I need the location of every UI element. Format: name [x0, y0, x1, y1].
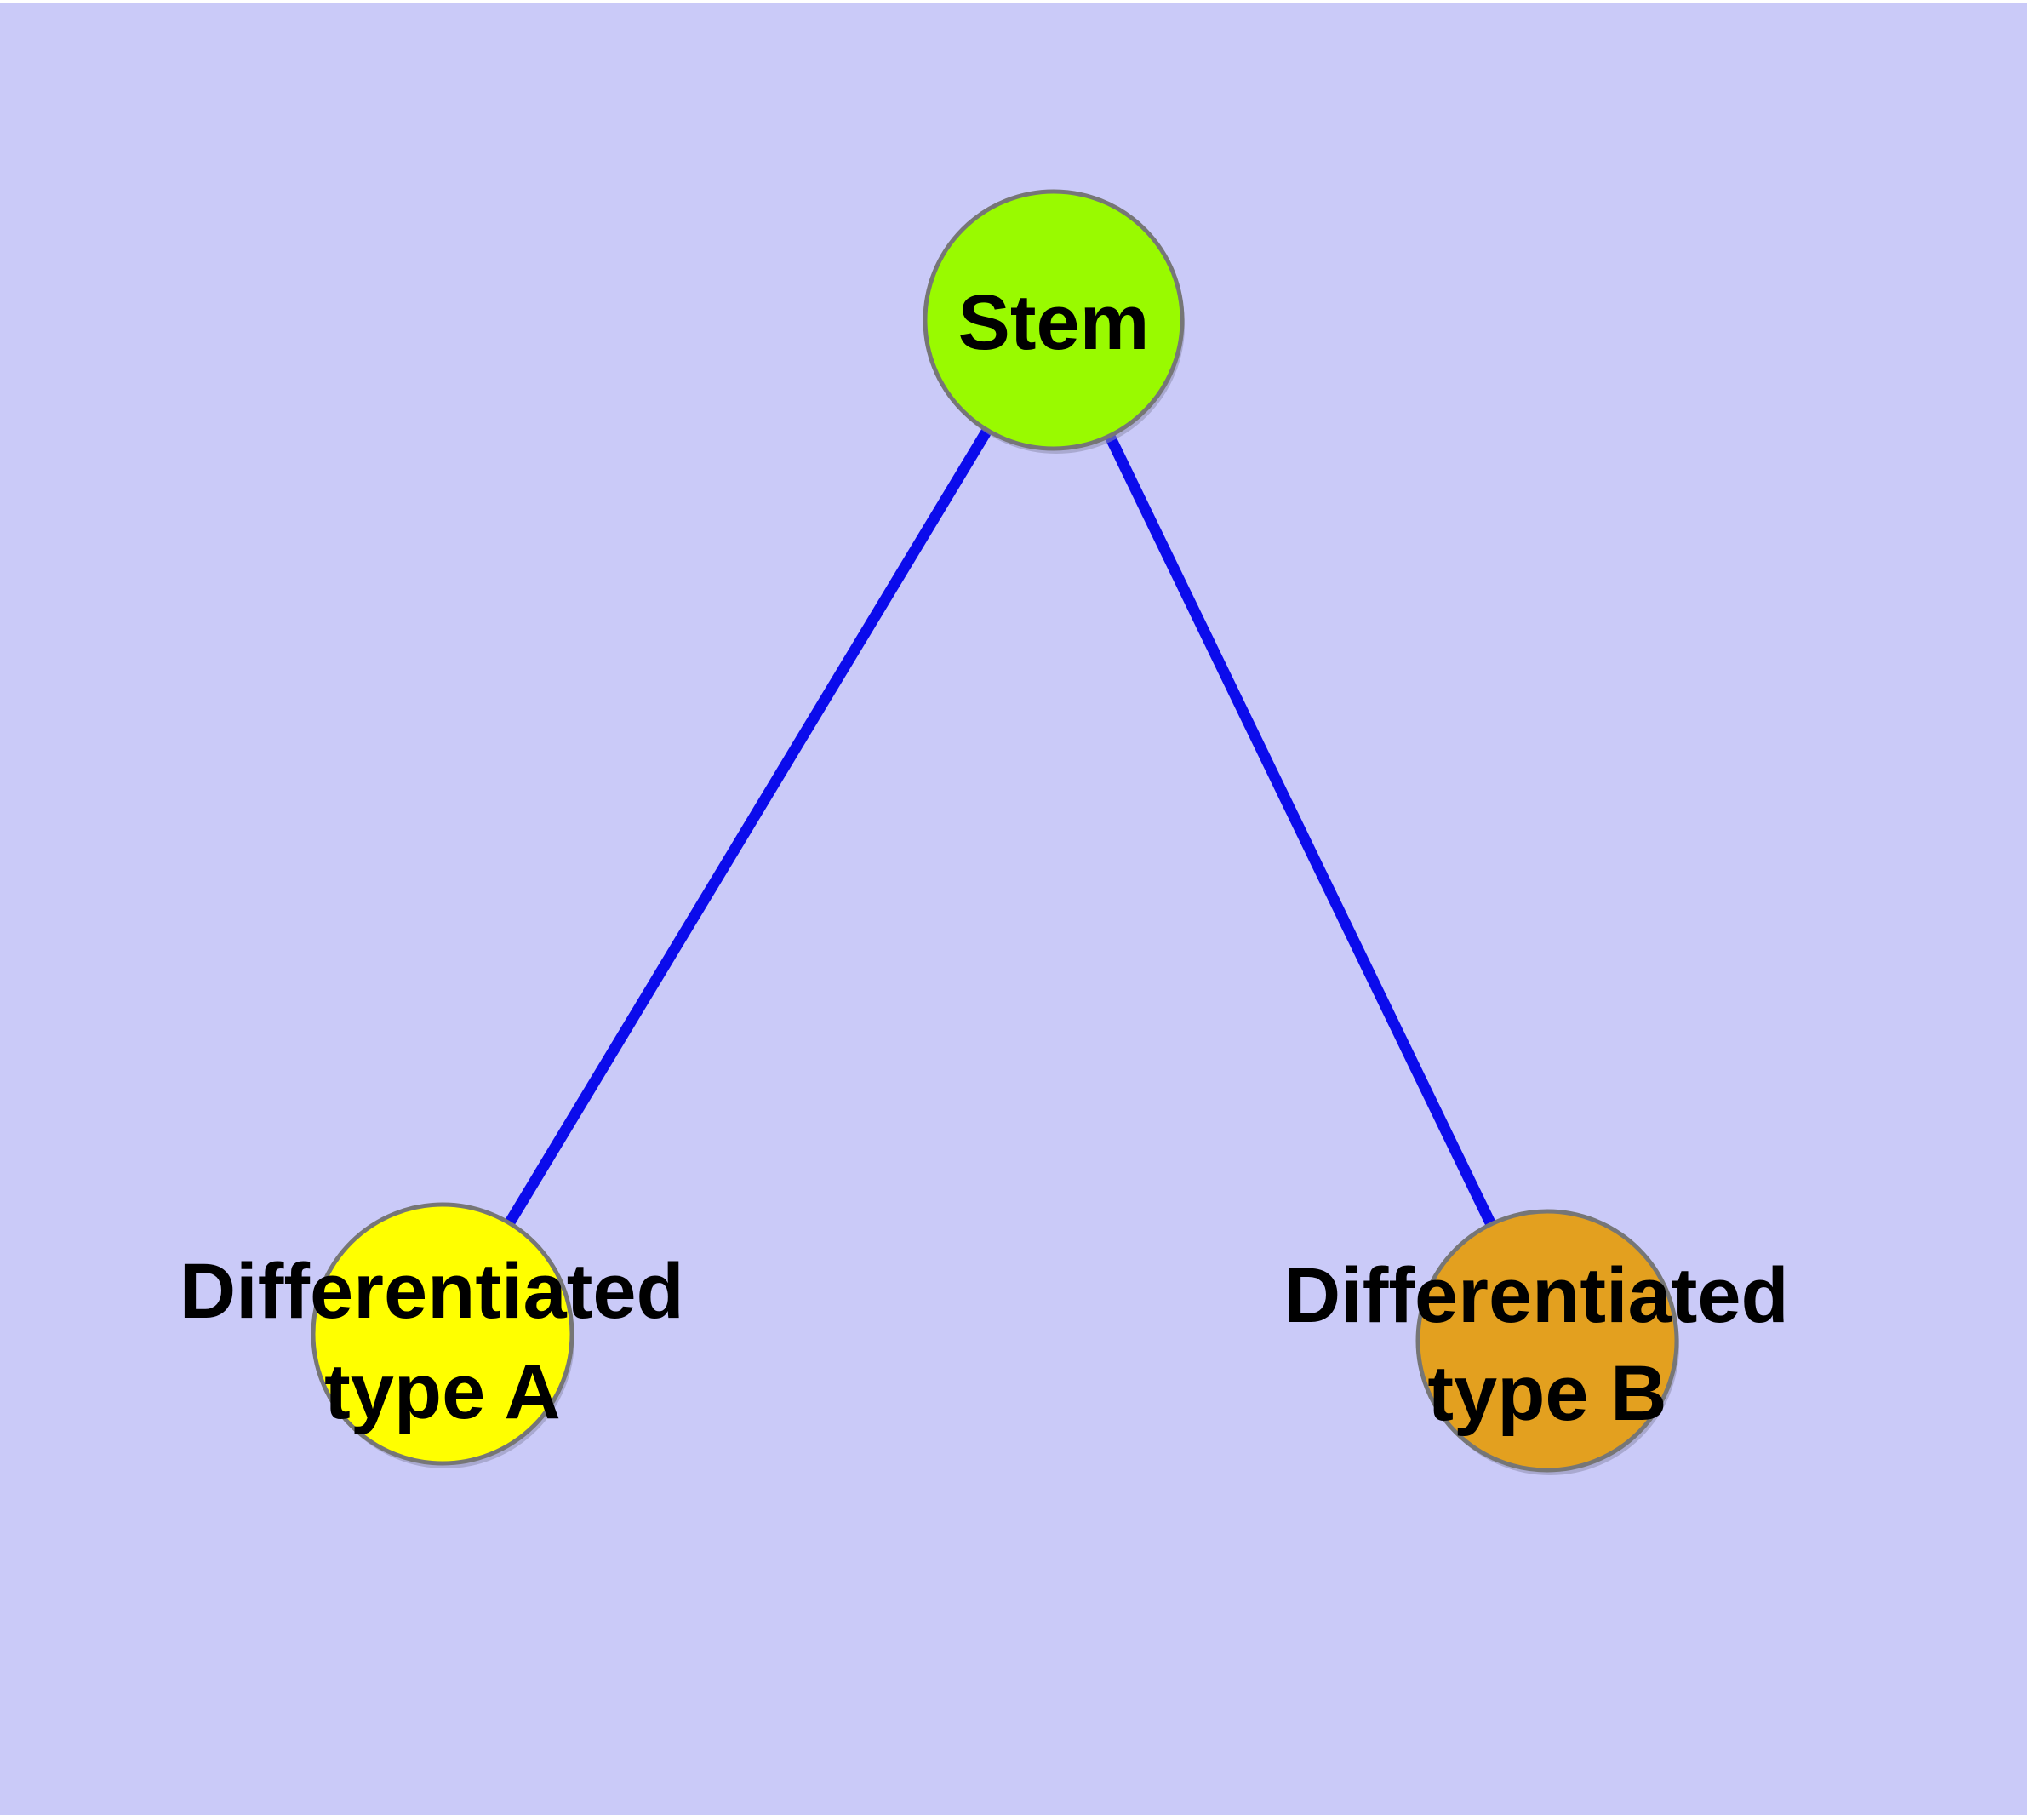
node-differentiated-type-b[interactable]: Differentiated type B [1284, 1209, 1811, 1475]
node-type-a-label-line1: Differentiated [180, 1248, 684, 1335]
node-type-b-label: Differentiated type B [1284, 1252, 1811, 1437]
node-differentiated-type-a[interactable]: Differentiated type A [180, 1202, 706, 1468]
diagram-canvas: Stem Differentiated type A Differentiate… [0, 3, 2027, 1815]
node-stem[interactable]: Stem [923, 189, 1185, 454]
node-type-a-label-line2: type A [324, 1348, 561, 1435]
node-type-b-label-line2: type B [1427, 1350, 1666, 1437]
node-type-b-label-line1: Differentiated [1284, 1252, 1789, 1339]
node-type-a-label: Differentiated type A [180, 1248, 706, 1435]
edge-stem-to-type-b [1049, 318, 1552, 1343]
edge-layer [437, 317, 1552, 1343]
node-stem-label: Stem [958, 279, 1150, 366]
node-stem-circle[interactable] [923, 189, 1185, 451]
graph-svg: Stem Differentiated type A Differentiate… [0, 3, 2027, 1815]
node-type-b-circle[interactable] [1415, 1209, 1679, 1473]
edge-stem-to-type-a [437, 317, 1059, 1337]
node-type-a-circle[interactable] [311, 1202, 574, 1466]
